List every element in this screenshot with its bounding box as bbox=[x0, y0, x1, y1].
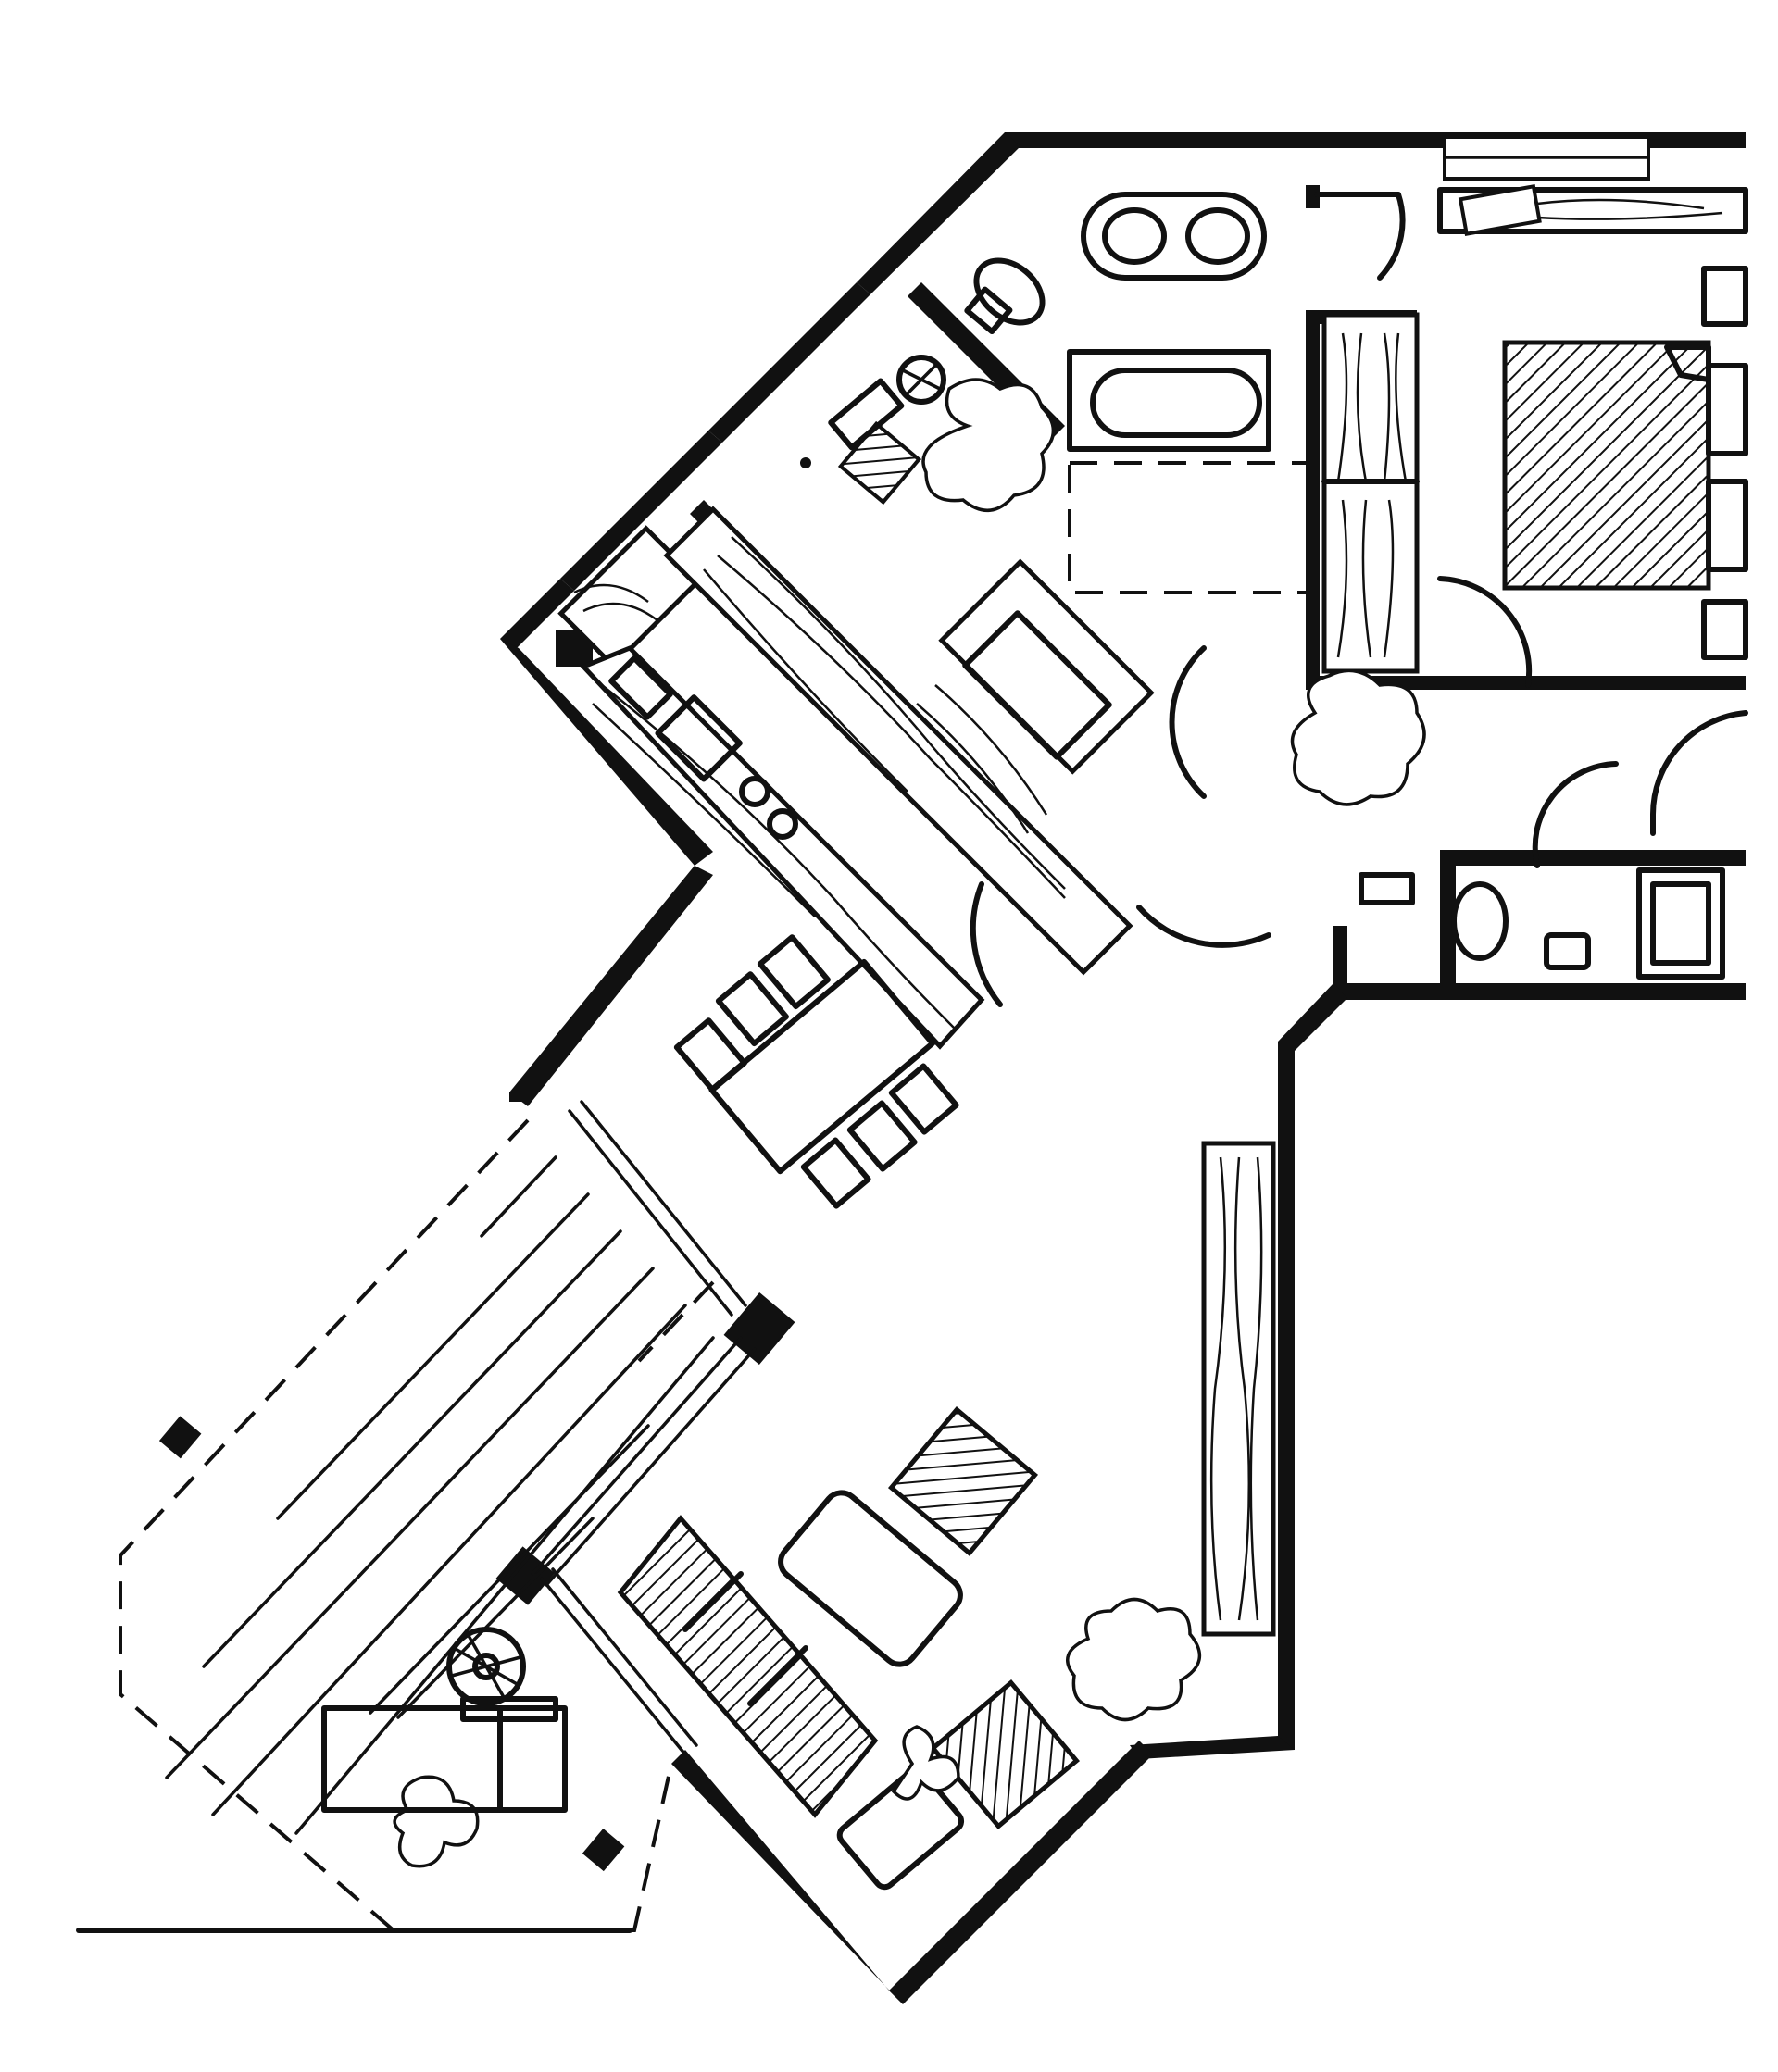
plants bbox=[393, 378, 1426, 1868]
exterior-walls bbox=[495, 132, 1746, 2004]
bedroom-furniture bbox=[1437, 184, 1748, 660]
kitchen-counter bbox=[579, 558, 1155, 1050]
windows bbox=[531, 135, 1650, 1756]
wc-fixtures bbox=[1359, 867, 1725, 980]
terrace bbox=[76, 1118, 715, 1933]
door-swings bbox=[970, 192, 1748, 1007]
bathroom-fixtures bbox=[964, 192, 1312, 594]
utility-fixtures bbox=[800, 355, 946, 506]
built-in-wardrobes bbox=[557, 312, 1420, 1637]
living-furniture bbox=[617, 1405, 1081, 1891]
dining-set bbox=[673, 934, 959, 1209]
